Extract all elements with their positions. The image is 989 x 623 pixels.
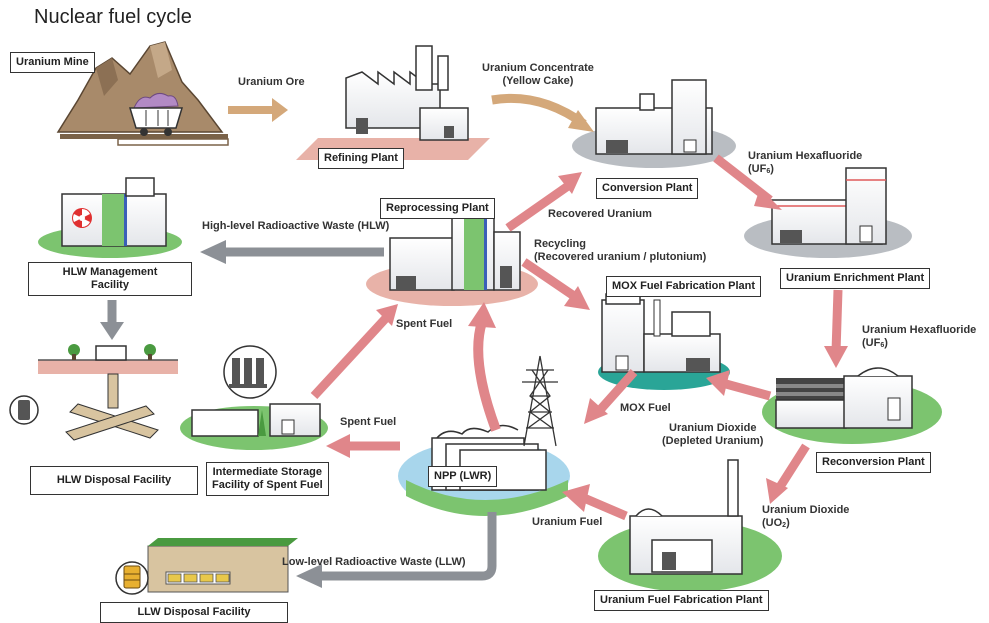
- enrichment-plant-illustration: [744, 167, 912, 258]
- hlw-disposal-illustration: [9, 344, 178, 441]
- storage-facility-label-line2: Facility of Spent Fuel: [212, 479, 323, 491]
- reprocessing-plant-illustration: [366, 215, 538, 306]
- concentrate-label-line1: Uranium Concentrate: [482, 62, 594, 74]
- enrichment-plant-label: Uranium Enrichment Plant: [780, 268, 931, 289]
- depleted-uranium-arrow: [706, 370, 772, 401]
- storage-to-reprocessing-arrow: [310, 304, 398, 400]
- radiation-hazard-icon: [72, 208, 92, 228]
- hexafluoride-label-2-line1: Uranium Hexafluoride: [862, 324, 977, 336]
- storage-facility-label-line1: Intermediate Storage: [212, 466, 323, 478]
- storage-facility-label: Intermediate Storage Facility of Spent F…: [206, 462, 329, 496]
- npp-label: NPP (LWR): [428, 466, 498, 487]
- depleted-uranium-label: Uranium Dioxide (Depleted Uranium): [662, 422, 763, 448]
- refining-plant-illustration: [296, 45, 490, 160]
- hlw-to-disposal-arrow: [100, 300, 124, 340]
- hexafluoride-arrow-1: [713, 154, 782, 210]
- conversion-plant-label: Conversion Plant: [596, 178, 699, 199]
- hlw-management-label-line1: HLW Management: [62, 266, 158, 278]
- uranium-fuel-label: Uranium Fuel: [532, 516, 603, 528]
- reprocessing-plant-label: Reprocessing Plant: [380, 198, 495, 219]
- concentrate-label: Uranium Concentrate (Yellow Cake): [482, 62, 594, 88]
- formula-end: ): [770, 163, 774, 175]
- storage-facility-illustration: [180, 345, 328, 450]
- reconversion-plant-illustration: [762, 367, 942, 444]
- uranium-mine-illustration: [56, 41, 229, 146]
- mox-fuel-label: MOX Fuel: [620, 402, 671, 414]
- uranium-fuel-arrow: [562, 484, 628, 521]
- hlw-disposal-label: HLW Disposal Facility: [30, 466, 198, 495]
- formula-subscript: 6: [766, 168, 771, 175]
- recycling-arrow: [521, 258, 590, 310]
- hlw-flow-label: High-level Radioactive Waste (HLW): [202, 220, 390, 232]
- hlw-arrow: [200, 240, 384, 264]
- llw-disposal-label: LLW Disposal Facility: [100, 602, 288, 623]
- recovered-uranium-arrow: [505, 172, 582, 232]
- concentrate-arrow: [491, 93, 594, 132]
- recycling-label: Recycling (Recovered uranium / plutonium…: [534, 238, 706, 264]
- reconversion-plant-label: Reconversion Plant: [816, 452, 931, 473]
- conversion-plant-illustration: [572, 79, 736, 168]
- formula-end: ): [786, 517, 790, 529]
- formula-base: (UO: [762, 517, 783, 529]
- hlw-management-illustration: [38, 177, 182, 258]
- refining-plant-label: Refining Plant: [318, 148, 404, 169]
- fuel-fabrication-plant-illustration: [598, 459, 782, 592]
- hexafluoride-label-1-formula: (UF6): [748, 163, 862, 178]
- mox-plant-label: MOX Fuel Fabrication Plant: [606, 276, 762, 297]
- depleted-uranium-label-line1: Uranium Dioxide: [669, 422, 757, 434]
- llw-flow-label: Low-level Radioactive Waste (LLW): [282, 556, 466, 568]
- formula-base: (UF: [862, 337, 881, 349]
- dioxide-label-line1: Uranium Dioxide: [762, 504, 850, 516]
- npp-to-storage-arrow: [326, 434, 400, 458]
- dioxide-label-formula: (UO2): [762, 517, 849, 532]
- uranium-ore-label: Uranium Ore: [238, 76, 305, 88]
- mox-plant-illustration: [598, 293, 730, 390]
- hlw-management-label: HLW Management Facility: [28, 262, 192, 296]
- hlw-management-label-line2: Facility: [91, 279, 129, 291]
- recycling-label-line2: (Recovered uranium / plutonium): [534, 251, 707, 263]
- ore-arrow: [228, 98, 288, 122]
- llw-disposal-illustration: [115, 538, 298, 595]
- waste-drum-icon: [115, 561, 149, 595]
- concentrate-label-line2: (Yellow Cake): [502, 75, 574, 87]
- mox-fuel-arrow: [584, 368, 638, 424]
- recovered-uranium-label: Recovered Uranium: [548, 208, 652, 220]
- recycling-label-line1: Recycling: [534, 238, 586, 250]
- diagram-title: Nuclear fuel cycle: [34, 6, 192, 28]
- dioxide-arrow: [766, 443, 810, 504]
- fuel-fabrication-plant-label: Uranium Fuel Fabrication Plant: [594, 590, 769, 611]
- formula-base: (UF: [748, 163, 767, 175]
- dioxide-label: Uranium Dioxide (UO2): [762, 504, 849, 532]
- spent-fuel-label-1: Spent Fuel: [396, 318, 453, 330]
- hexafluoride-label-1: Uranium Hexafluoride (UF6): [748, 150, 862, 178]
- waste-canister-icon: [9, 395, 39, 425]
- formula-subscript: 2: [782, 522, 787, 529]
- llw-arrow: [296, 512, 497, 588]
- mine-cart-icon: [128, 92, 184, 136]
- hexafluoride-label-1-line1: Uranium Hexafluoride: [748, 150, 863, 162]
- transmission-tower-icon: [522, 355, 558, 447]
- formula-subscript: 6: [880, 342, 885, 349]
- hexafluoride-label-2: Uranium Hexafluoride (UF6): [862, 324, 976, 352]
- spent-fuel-cask-icon: [223, 345, 277, 399]
- npp-to-reprocessing-arrow: [468, 302, 501, 432]
- uranium-mine-label: Uranium Mine: [10, 52, 95, 73]
- spent-fuel-label-2: Spent Fuel: [340, 416, 397, 428]
- formula-end: ): [884, 337, 888, 349]
- hexafluoride-arrow-2: [824, 289, 848, 368]
- depleted-uranium-label-line2: (Depleted Uranium): [662, 435, 764, 447]
- hexafluoride-label-2-formula: (UF6): [862, 337, 976, 352]
